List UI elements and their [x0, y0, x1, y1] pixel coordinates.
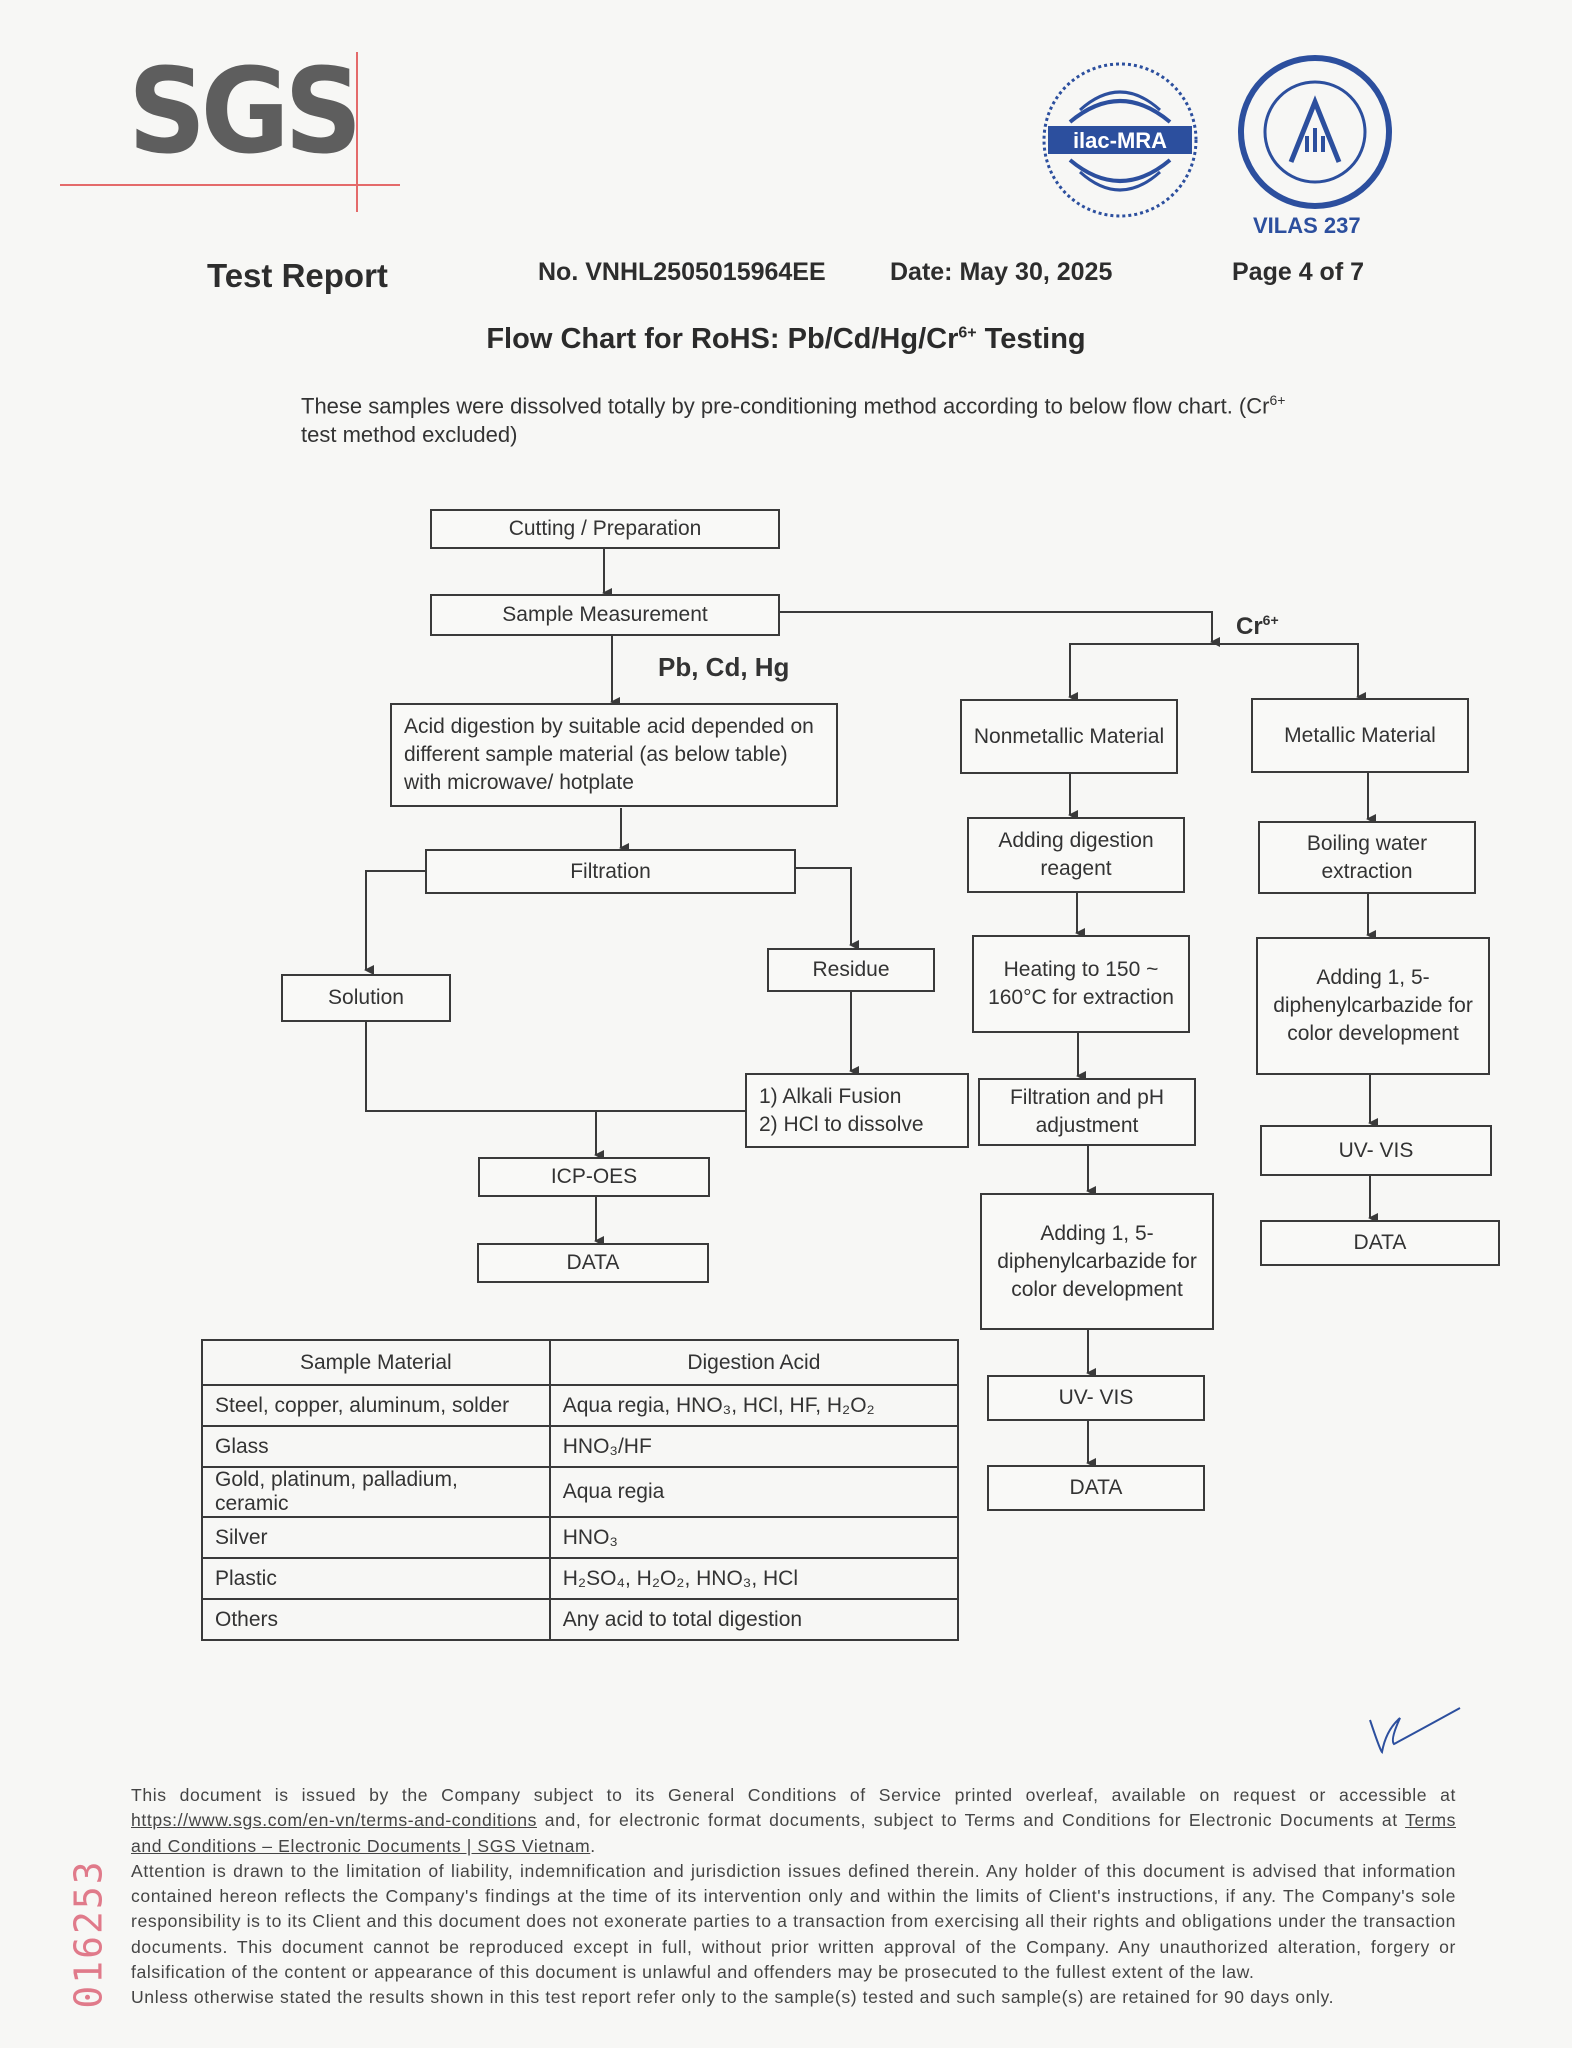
flow-box-acid-digestion: Acid digestion by suitable acid depended… — [390, 703, 838, 807]
footer-paragraph-terms: This document is issued by the Company s… — [131, 1785, 1456, 1856]
flow-box-sample-measurement: Sample Measurement — [430, 594, 780, 636]
accreditation-number: VILAS 237 — [1253, 213, 1361, 238]
table-cell: HNO₃/HF — [548, 1425, 960, 1468]
table-header-row: Sample Material Digestion Acid — [201, 1339, 960, 1386]
sgs-logo: SGS — [128, 42, 362, 180]
boa-accreditation-seal-icon — [1238, 55, 1392, 209]
alkali-step-2: 2) HCl to dissolve — [759, 1112, 924, 1136]
alkali-step-1: 1) Alkali Fusion — [759, 1084, 902, 1108]
chart-title: Flow Chart for RoHS: Pb/Cd/Hg/Cr6+ Testi… — [486, 323, 1086, 355]
ilac-mra-seal-icon: ilac-MRA — [1042, 62, 1198, 218]
logo-rule-vertical — [356, 52, 358, 212]
report-date: Date: May 30, 2025 — [890, 258, 1113, 286]
table-cell: Any acid to total digestion — [548, 1598, 960, 1641]
flow-box-metallic: Metallic Material — [1251, 698, 1469, 773]
flow-box-solution: Solution — [281, 974, 451, 1022]
intro-text: These samples were dissolved totally by … — [301, 392, 1286, 448]
terms-link[interactable]: https://www.sgs.com/en-vn/terms-and-cond… — [131, 1810, 538, 1831]
flow-label-pb-cd-hg: Pb, Cd, Hg — [658, 652, 790, 682]
flow-connectors — [364, 547, 1378, 1468]
flow-box-adding-dpc-metallic: Adding 1, 5-diphenylcarbazide for color … — [1256, 937, 1490, 1075]
table-cell: Gold, platinum, palladium, ceramic — [201, 1466, 551, 1518]
logo-rule-horizontal — [60, 184, 400, 186]
flow-box-uvvis-metallic: UV- VIS — [1260, 1125, 1492, 1176]
table-cell: H₂SO₄, H₂O₂, HNO₃, HCl — [548, 1557, 960, 1600]
footer-paragraph-results: Unless otherwise stated the results show… — [131, 1987, 1335, 2008]
flow-box-cutting: Cutting / Preparation — [430, 509, 780, 549]
svg-text:ilac-MRA: ilac-MRA — [1073, 128, 1167, 153]
table-header-acid: Digestion Acid — [548, 1339, 960, 1386]
table-cell: Steel, copper, aluminum, solder — [201, 1384, 551, 1427]
flow-box-data-nonmetallic: DATA — [987, 1465, 1205, 1511]
flow-box-residue: Residue — [767, 948, 935, 992]
table-cell: HNO₃ — [548, 1516, 960, 1559]
flow-box-heating: Heating to 150 ~ 160°C for extraction — [972, 935, 1190, 1033]
table-cell: Plastic — [201, 1557, 551, 1600]
flow-box-filtration-ph: Filtration and pH adjustment — [978, 1078, 1196, 1146]
table-cell: Others — [201, 1598, 551, 1641]
signature-icon — [1369, 1707, 1461, 1755]
digestion-acid-table: Sample Material Digestion Acid Steel, co… — [201, 1339, 960, 1641]
flow-box-adding-reagent: Adding digestion reagent — [967, 817, 1185, 893]
flow-box-adding-dpc-nonmetallic: Adding 1, 5-diphenylcarbazide for color … — [980, 1193, 1214, 1330]
flow-box-filtration: Filtration — [425, 849, 796, 894]
footer-paragraph-liability: Attention is drawn to the limitation of … — [131, 1860, 1456, 1983]
flow-box-data-metallic: DATA — [1260, 1220, 1500, 1266]
flow-box-uvvis-nonmetallic: UV- VIS — [987, 1375, 1205, 1421]
flow-box-boiling-water: Boiling water extraction — [1258, 821, 1476, 894]
flow-box-alkali-fusion: 1) Alkali Fusion 2) HCl to dissolve — [745, 1073, 969, 1148]
electronic-terms-link[interactable]: Terms and Conditions – Electronic Docume… — [131, 1810, 1456, 1856]
flow-label-cr6: Cr6+ — [1236, 612, 1279, 640]
report-label: Test Report — [207, 257, 388, 294]
footer-disclaimer: This document is issued by the Company s… — [131, 1783, 1456, 2011]
table-cell: Aqua regia — [548, 1466, 960, 1518]
page-number: Page 4 of 7 — [1232, 258, 1364, 286]
flow-box-nonmetallic: Nonmetallic Material — [960, 699, 1178, 774]
table-header-material: Sample Material — [201, 1339, 551, 1386]
flow-box-icp-oes: ICP-OES — [478, 1157, 710, 1197]
report-number: No. VNHL2505015964EE — [538, 258, 826, 286]
serial-number: 016253 — [66, 1859, 111, 2009]
table-cell: Silver — [201, 1516, 551, 1559]
flow-box-data-left: DATA — [477, 1243, 709, 1283]
table-cell: Aqua regia, HNO₃, HCl, HF, H₂O₂ — [548, 1384, 960, 1427]
table-cell: Glass — [201, 1425, 551, 1468]
